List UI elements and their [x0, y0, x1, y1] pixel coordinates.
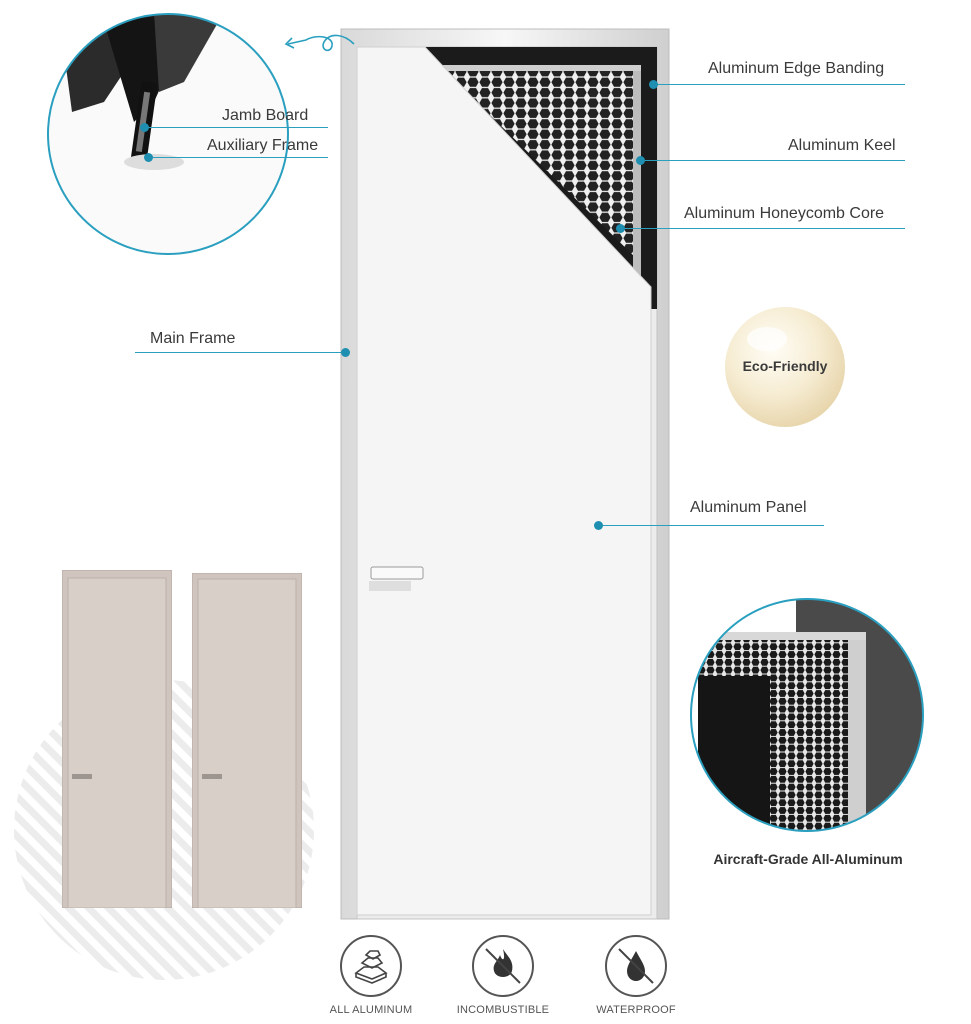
edge-banding-dot	[649, 80, 658, 89]
keel-dot	[636, 156, 645, 165]
eco-friendly-label: Eco-Friendly	[742, 358, 828, 374]
feature-all-aluminum-label: ALL ALUMINUM	[329, 1004, 413, 1016]
honeycomb-label: Aluminum Honeycomb Core	[684, 205, 885, 222]
no-water-icon	[618, 948, 654, 984]
feature-waterproof	[605, 935, 667, 997]
edge-banding-label: Aluminum Edge Banding	[708, 60, 885, 77]
main-frame-label: Main Frame	[150, 330, 236, 347]
no-fire-icon	[485, 948, 521, 984]
jamb-board-label: Jamb Board	[222, 107, 309, 124]
taupe-door-right	[192, 573, 302, 908]
aux-frame-dot	[144, 153, 153, 162]
detail-caption: Aircraft-Grade All-Aluminum	[713, 851, 903, 867]
main-frame-dot	[341, 348, 350, 357]
honeycomb-dot	[616, 224, 625, 233]
aux-frame-line	[150, 157, 328, 158]
panel-line	[600, 525, 824, 526]
feature-waterproof-label: WATERPROOF	[596, 1004, 676, 1016]
eco-pearl-icon	[725, 307, 845, 427]
keel-line	[642, 160, 905, 161]
keel-label: Aluminum Keel	[788, 137, 896, 154]
aux-frame-label: Auxiliary Frame	[207, 137, 319, 154]
taupe-door-left	[62, 570, 172, 908]
jamb-detail-circle	[47, 13, 289, 255]
aluminum-ingots-icon	[354, 950, 388, 984]
honeycomb-detail-circle	[690, 598, 924, 832]
curved-arrow-icon	[284, 34, 355, 52]
panel-label: Aluminum Panel	[690, 499, 807, 516]
main-frame-line	[135, 352, 345, 353]
feature-incombustible	[472, 935, 534, 997]
feature-incombustible-label: INCOMBUSTIBLE	[456, 1004, 550, 1016]
honeycomb-line	[622, 228, 905, 229]
edge-banding-line	[655, 84, 905, 85]
panel-dot	[594, 521, 603, 530]
jamb-board-dot	[140, 123, 149, 132]
main-door-illustration	[340, 28, 670, 920]
jamb-board-line	[146, 127, 328, 128]
feature-all-aluminum	[340, 935, 402, 997]
